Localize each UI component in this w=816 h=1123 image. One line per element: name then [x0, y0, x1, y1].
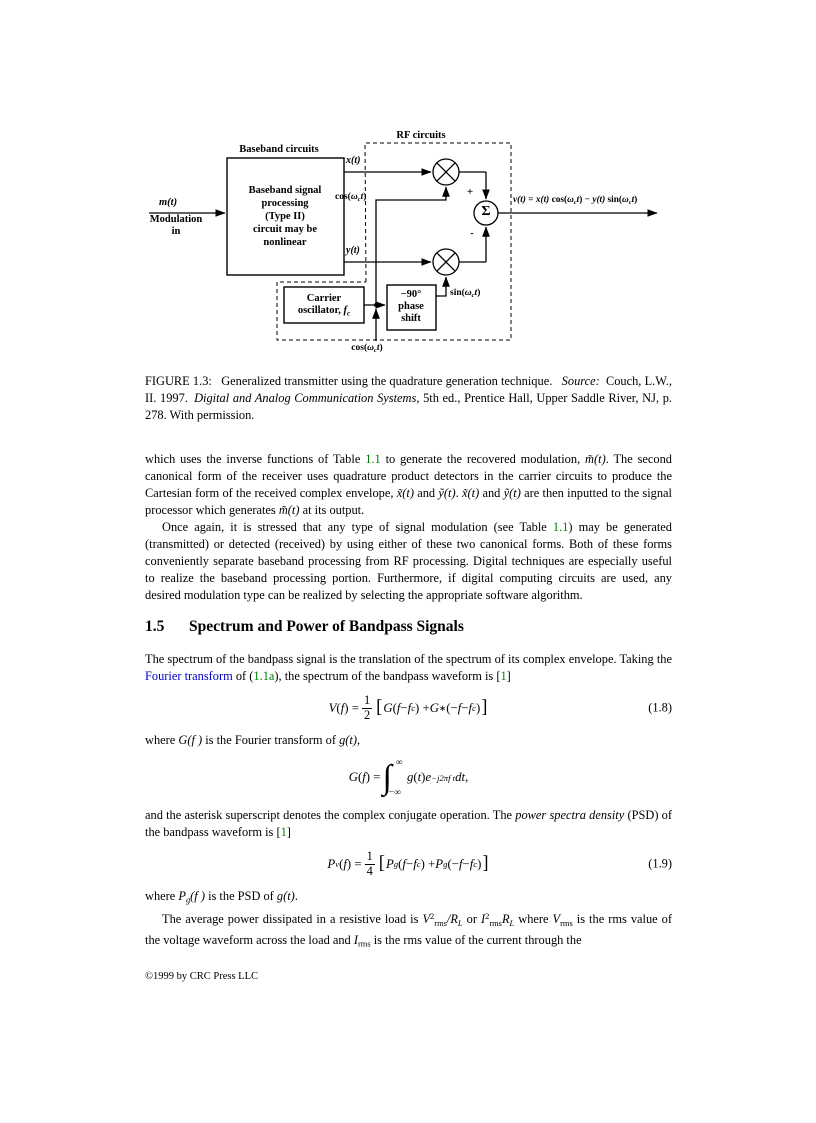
- paragraph-7: The average power dissipated in a resist…: [145, 911, 672, 949]
- paragraph-1: which uses the inverse functions of Tabl…: [145, 452, 672, 517]
- cross-reference-link[interactable]: 1: [500, 669, 507, 683]
- cross-reference-link[interactable]: Fourier transform: [145, 669, 233, 683]
- paragraph-4: where G(f ) is the Fourier transform of …: [145, 732, 361, 747]
- equation-number-1-8: (1.8): [648, 700, 672, 715]
- section-heading: 1.5 Spectrum and Power of Bandpass Signal…: [145, 618, 672, 636]
- figure-caption: FIGURE 1.3: Generalized transmitter usin…: [145, 374, 672, 422]
- paragraph-3: The spectrum of the bandpass signal is t…: [145, 652, 672, 683]
- signal-lines: [149, 168, 658, 341]
- section-number: 1.5: [145, 618, 165, 635]
- multiplier-top: [432, 158, 460, 186]
- paragraph-2: Once again, it is stressed that any type…: [145, 520, 672, 602]
- cos-output-label: cos(ωct): [351, 343, 383, 355]
- equation-number-1-9: (1.9): [648, 856, 672, 871]
- section-title: Spectrum and Power of Bandpass Signals: [189, 618, 464, 635]
- y-t-label: y(t): [346, 245, 360, 256]
- m-t-label: m(t): [159, 197, 178, 208]
- baseband-processing-box: [226, 157, 345, 276]
- phase-shift-box: [386, 284, 437, 331]
- summer-circle: [473, 200, 499, 226]
- x-t-label: x(t): [346, 155, 361, 166]
- figure-diagram-lines: [149, 142, 658, 341]
- baseband-circuits-label: Baseband circuits: [239, 144, 319, 155]
- cross-reference-link[interactable]: 1.1: [365, 452, 381, 466]
- paragraph-6: where Pg(f ) is the PSD of g(t).: [145, 888, 298, 905]
- cos-carrier-label: cos(ωct): [335, 192, 367, 204]
- carrier-oscillator-box: [283, 286, 365, 324]
- sin-carrier-label: sin(ωct): [450, 288, 481, 300]
- cross-reference-link[interactable]: 1.1a: [253, 669, 275, 683]
- rf-circuits-label: RF circuits: [396, 130, 446, 141]
- multiplier-bottom: [432, 248, 460, 276]
- paragraph-5: and the asterisk superscript denotes the…: [145, 807, 673, 839]
- minus-sign: -: [470, 227, 474, 239]
- cross-reference-link[interactable]: 1: [280, 824, 287, 839]
- plus-sign: +: [466, 186, 474, 198]
- junction-dot: [374, 303, 378, 307]
- cross-reference-link[interactable]: 1.1: [552, 520, 569, 534]
- sigma-symbol: Σ: [481, 204, 491, 219]
- output-equation-label: v(t) = x(t) cos(ωct) − y(t) sin(ωct): [513, 195, 638, 207]
- copyright-footer: ©1999 by CRC Press LLC: [145, 971, 258, 982]
